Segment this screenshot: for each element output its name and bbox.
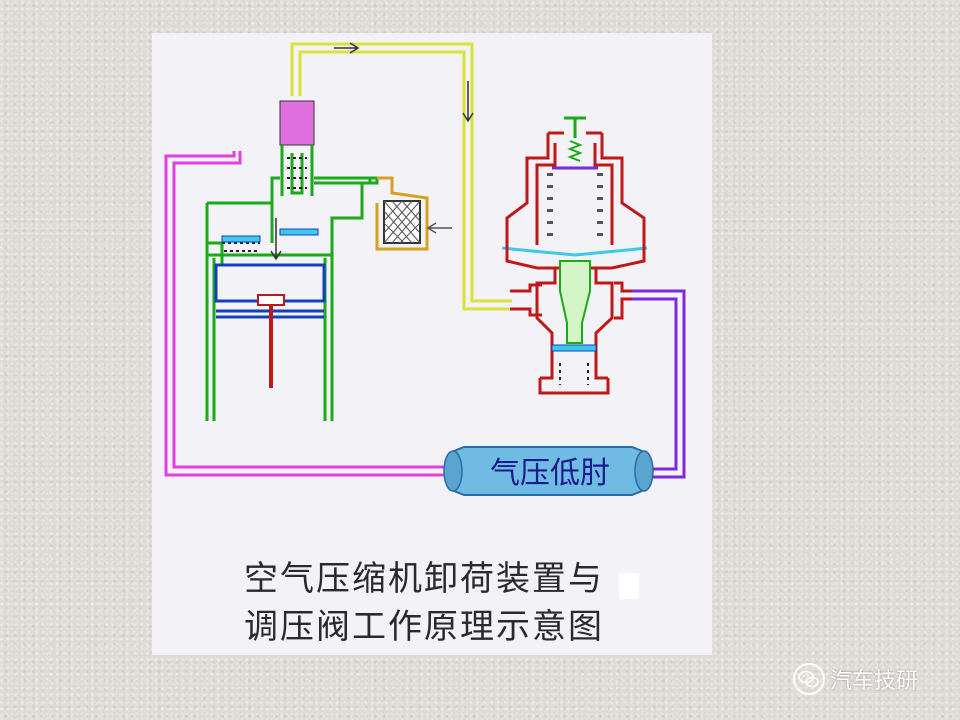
caption-line-2: 调压阀工作原理示意图 [244, 607, 604, 647]
regulator-diaphragm [501, 246, 648, 257]
unloader-spring [287, 157, 307, 189]
compressor-unloader-diagram: 气压低肘 [164, 42, 686, 599]
regulator-inner-wall [535, 143, 614, 245]
wechat-icon [793, 663, 825, 695]
purple-pipe [632, 289, 686, 479]
regulator-outlet-port [614, 281, 632, 320]
watermark-text: 汽车技研 [830, 669, 919, 694]
diagram-panel: 气压低肘 空气压缩机卸荷装置与 调压阀工作原理示意图 [152, 33, 712, 655]
compressor-head-left [205, 203, 274, 278]
yellow-outlet-pipe [290, 42, 512, 303]
regulator-stem-housing [535, 268, 614, 380]
regulator-body-upper [505, 131, 646, 243]
yellow-outlet-pipe-inner [298, 50, 512, 311]
inlet-valve-plate [221, 235, 261, 243]
regulator-bottom-cap [538, 378, 610, 395]
purple-pipe-inner [632, 297, 678, 471]
flow-arrow-down [462, 81, 474, 123]
caption-line-1: 空气压缩机卸荷装置与 [244, 559, 604, 599]
flow-arrow-right [334, 42, 360, 54]
magenta-control-pipe [164, 151, 444, 477]
regulator-valve-plate [551, 344, 597, 352]
regulator-small-spring [567, 140, 583, 162]
air-tank-label: 气压低肘 [490, 456, 610, 491]
intake-arrow [426, 222, 452, 234]
filter-mesh [383, 200, 421, 244]
outlet-valve-plate [279, 228, 319, 236]
inlet-valve [222, 242, 260, 252]
regulator-large-spring [547, 173, 603, 243]
filter-housing [375, 176, 429, 251]
watermark: 汽车技研 [792, 662, 918, 696]
magenta-control-pipe-inner [172, 151, 444, 469]
regulator-top-screw [564, 116, 586, 138]
unloader-body [280, 145, 314, 196]
regulator-stem [559, 260, 591, 344]
unloader-piston-head [279, 100, 315, 146]
compressor-body-outer [205, 218, 334, 421]
piston-pin [257, 294, 285, 306]
panel-corner-mark [619, 573, 639, 599]
regulator-inlet-port [510, 283, 542, 317]
push-rod-arrow [270, 250, 282, 261]
air-tank [443, 446, 654, 496]
regulator-dots [559, 363, 589, 385]
